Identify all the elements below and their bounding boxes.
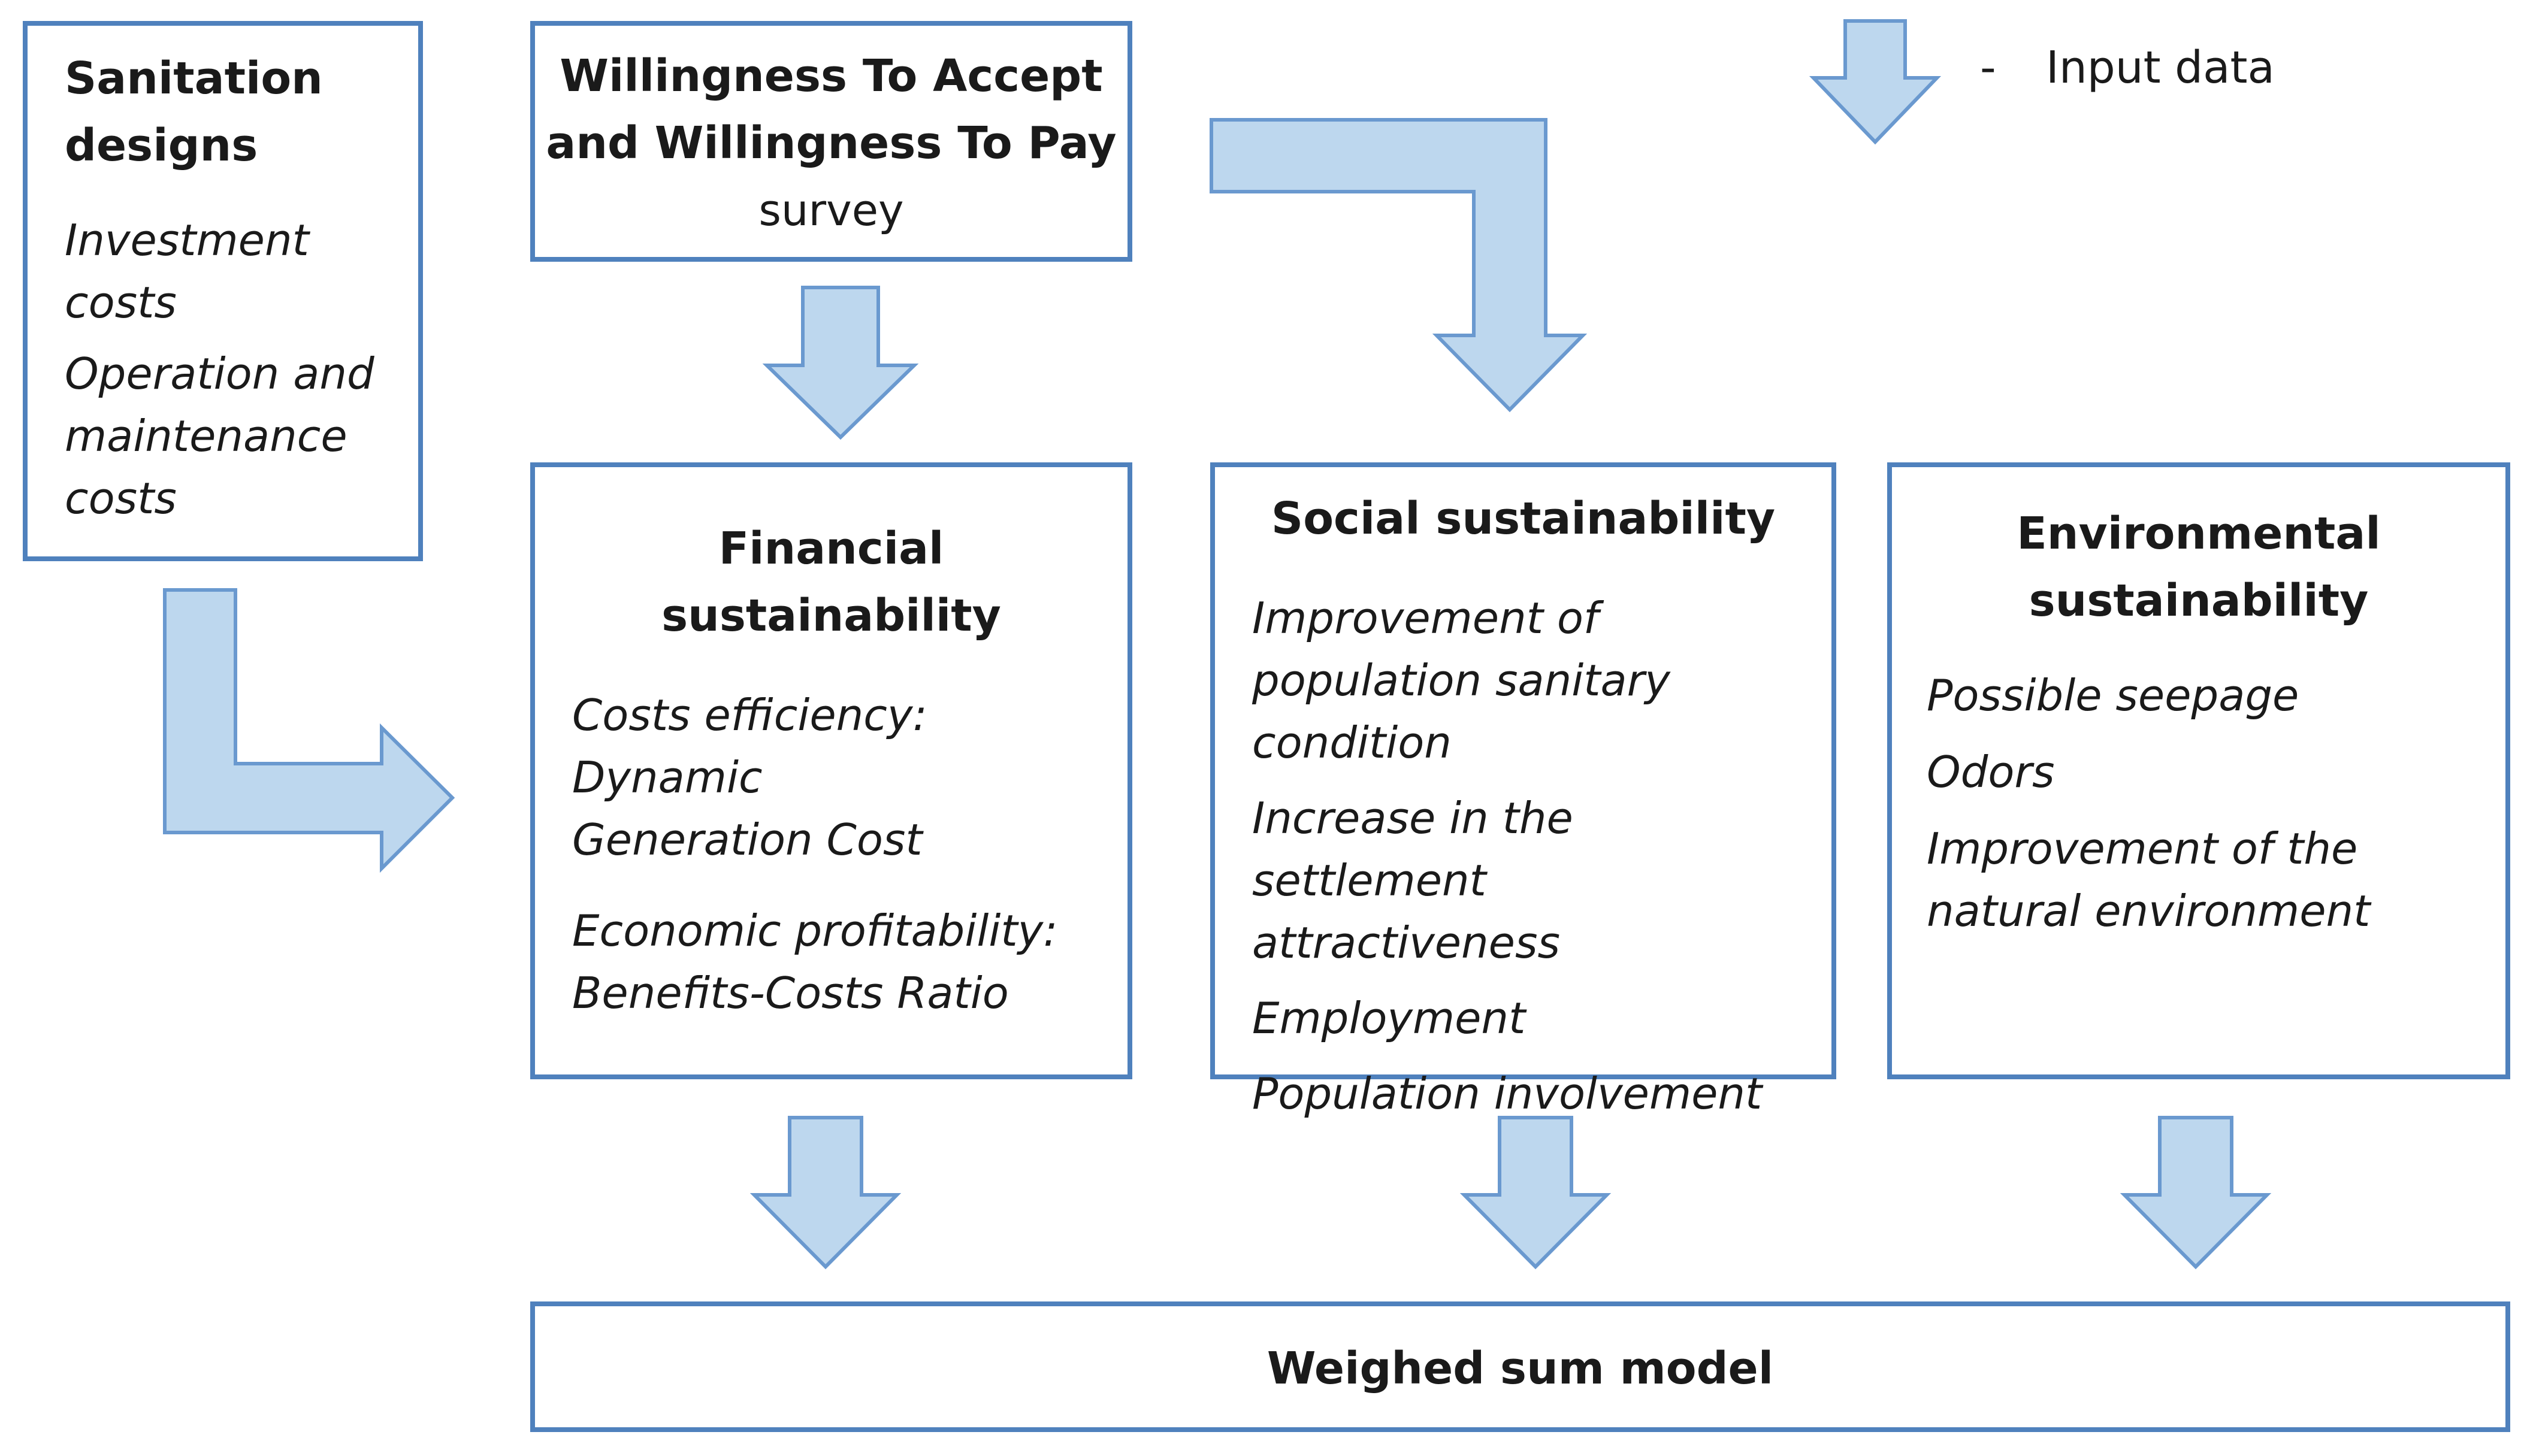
survey-title-last-line: survey	[758, 185, 904, 235]
social-sustainability-box: Social sustainability Improvement of pop…	[1210, 462, 1836, 1119]
financial-to-weighed-arrow	[749, 1116, 902, 1270]
settlement-attractiveness-item: Increase in the settlement attractivenes…	[1252, 793, 1573, 968]
possible-seepage-item: Possible seepage	[1927, 670, 2299, 721]
sanitation-to-financial-arrow	[163, 588, 455, 873]
legend-label: Input data	[2046, 42, 2275, 93]
weighed-sum-model-title: Weighed sum model	[1266, 1343, 1774, 1394]
social-to-weighed-arrow	[1459, 1116, 1612, 1270]
environmental-sustainability-title: Environmental sustainability	[2017, 508, 2381, 626]
employment-item: Employment	[1252, 993, 1526, 1043]
natural-environment-item: Improvement of the natural environment	[1927, 824, 2371, 936]
financial-sustainability-box: Financial sustainability Costs efficienc…	[530, 462, 1132, 1079]
population-involvement-item: Population involvement	[1252, 1068, 1763, 1119]
survey-title: Willingness To Accept and Willingness To…	[546, 50, 1117, 169]
sanitation-designs-title: Sanitation designs	[65, 53, 323, 171]
legend-dash: -	[1980, 42, 1996, 93]
financial-sustainability-title: Financial sustainability	[661, 523, 1001, 641]
sanitary-condition-item: Improvement of population sanitary condi…	[1252, 593, 1670, 768]
survey-to-financial-arrow	[762, 286, 919, 440]
costs-efficiency-item: Costs efficiency: Dynamic Generation Cos…	[572, 690, 927, 865]
operation-maintenance-costs-item: Operation and maintenance costs	[65, 349, 374, 523]
investment-costs-item: Investment costs	[65, 215, 309, 328]
wta-wtp-survey-box: Willingness To Accept and Willingness To…	[530, 21, 1132, 262]
weighed-sum-model-box: Weighed sum model	[530, 1301, 2510, 1432]
odors-item: Odors	[1927, 747, 2055, 797]
sanitation-designs-box: Sanitation designs Investment costs Oper…	[23, 21, 423, 561]
survey-to-social-arrow	[1210, 118, 1588, 413]
social-sustainability-title: Social sustainability	[1271, 493, 1776, 544]
environmental-to-weighed-arrow	[2120, 1116, 2272, 1270]
legend-down-arrow-icon	[1809, 19, 1942, 145]
environmental-sustainability-box: Environmental sustainability Possible se…	[1887, 462, 2510, 1079]
economic-profitability-item: Economic profitability: Benefits-Costs R…	[572, 906, 1058, 1018]
